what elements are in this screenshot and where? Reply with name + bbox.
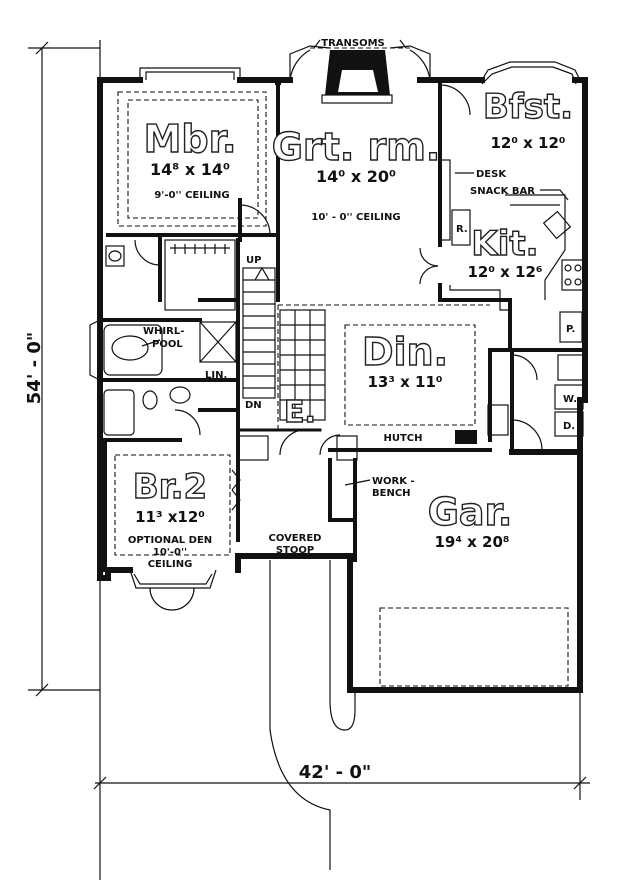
- bedroom2-ceiling: CEILING: [148, 559, 193, 570]
- whirlpool-label-2: POOL: [152, 339, 183, 350]
- master-bedroom-ceiling: 9'-0'' CEILING: [154, 190, 229, 201]
- master-bedroom-name: Mbr.: [144, 117, 237, 161]
- stairs-up-label: UP: [246, 255, 261, 266]
- kitchen-name: Kit.: [471, 224, 538, 264]
- desk-label: DESK: [476, 169, 507, 180]
- breakfast-size: 12⁰ x 12⁰: [490, 134, 565, 152]
- entry-name: E.: [284, 395, 316, 430]
- stairs-down-label: DN: [245, 400, 262, 411]
- overall-width-label: 42' - 0": [299, 762, 371, 783]
- workbench-label-2: BENCH: [372, 488, 411, 499]
- garage-size: 19⁴ x 20⁸: [434, 533, 509, 551]
- master-bedroom-size: 14⁸ x 14⁰: [150, 160, 230, 179]
- pantry-label: P.: [566, 324, 575, 335]
- kitchen-fixtures: [439, 159, 585, 437]
- closets: [164, 239, 509, 461]
- ceiling-outlines: [114, 91, 569, 687]
- bedroom2-optional-den: OPTIONAL DEN: [128, 535, 212, 546]
- covered-stoop-label-1: COVERED: [269, 533, 322, 544]
- fireplace: [321, 50, 393, 104]
- dining-name: Din.: [362, 330, 448, 374]
- workbench-label-1: WORK -: [372, 476, 415, 487]
- dining-size: 13³ x 11⁰: [367, 373, 442, 391]
- entry-tile: [279, 309, 326, 421]
- whirlpool-label-1: WHIRL-: [143, 326, 184, 337]
- linen-label: LIN.: [205, 370, 227, 381]
- bedroom2-name: Br.2: [133, 467, 207, 507]
- covered-stoop-label-2: STOOP: [276, 545, 314, 556]
- snack-bar-label: SNACK BAR: [470, 186, 535, 197]
- bedroom2-ceiling-height: 10'-0'': [153, 547, 187, 558]
- windows: [129, 45, 581, 611]
- breakfast-name: Bfst.: [483, 87, 573, 127]
- hutch-label: HUTCH: [383, 433, 422, 444]
- overall-depth-label: 54' - 0": [24, 332, 45, 404]
- walkway: [269, 560, 356, 870]
- great-room-name: Grt. rm.: [272, 125, 441, 169]
- stairs: [242, 266, 276, 399]
- kitchen-size: 12⁰ x 12⁶: [467, 263, 542, 281]
- doors: [134, 84, 543, 511]
- label-arrows: [141, 39, 569, 486]
- washer-label: W.: [563, 394, 577, 405]
- bath-bay-window: [89, 319, 101, 381]
- interior-walls: [98, 78, 587, 572]
- transoms-label: TRANSOMS: [321, 38, 385, 49]
- bath-fixtures: [103, 245, 237, 436]
- dryer-label: D.: [563, 421, 575, 432]
- great-room-size: 14⁰ x 20⁰: [316, 167, 396, 186]
- bedroom2-size: 11³ x12⁰: [135, 508, 205, 526]
- great-room-ceiling: 10' - 0'' CEILING: [311, 212, 400, 223]
- garage-name: Gar.: [428, 490, 513, 534]
- refrigerator-label: R.: [456, 224, 468, 235]
